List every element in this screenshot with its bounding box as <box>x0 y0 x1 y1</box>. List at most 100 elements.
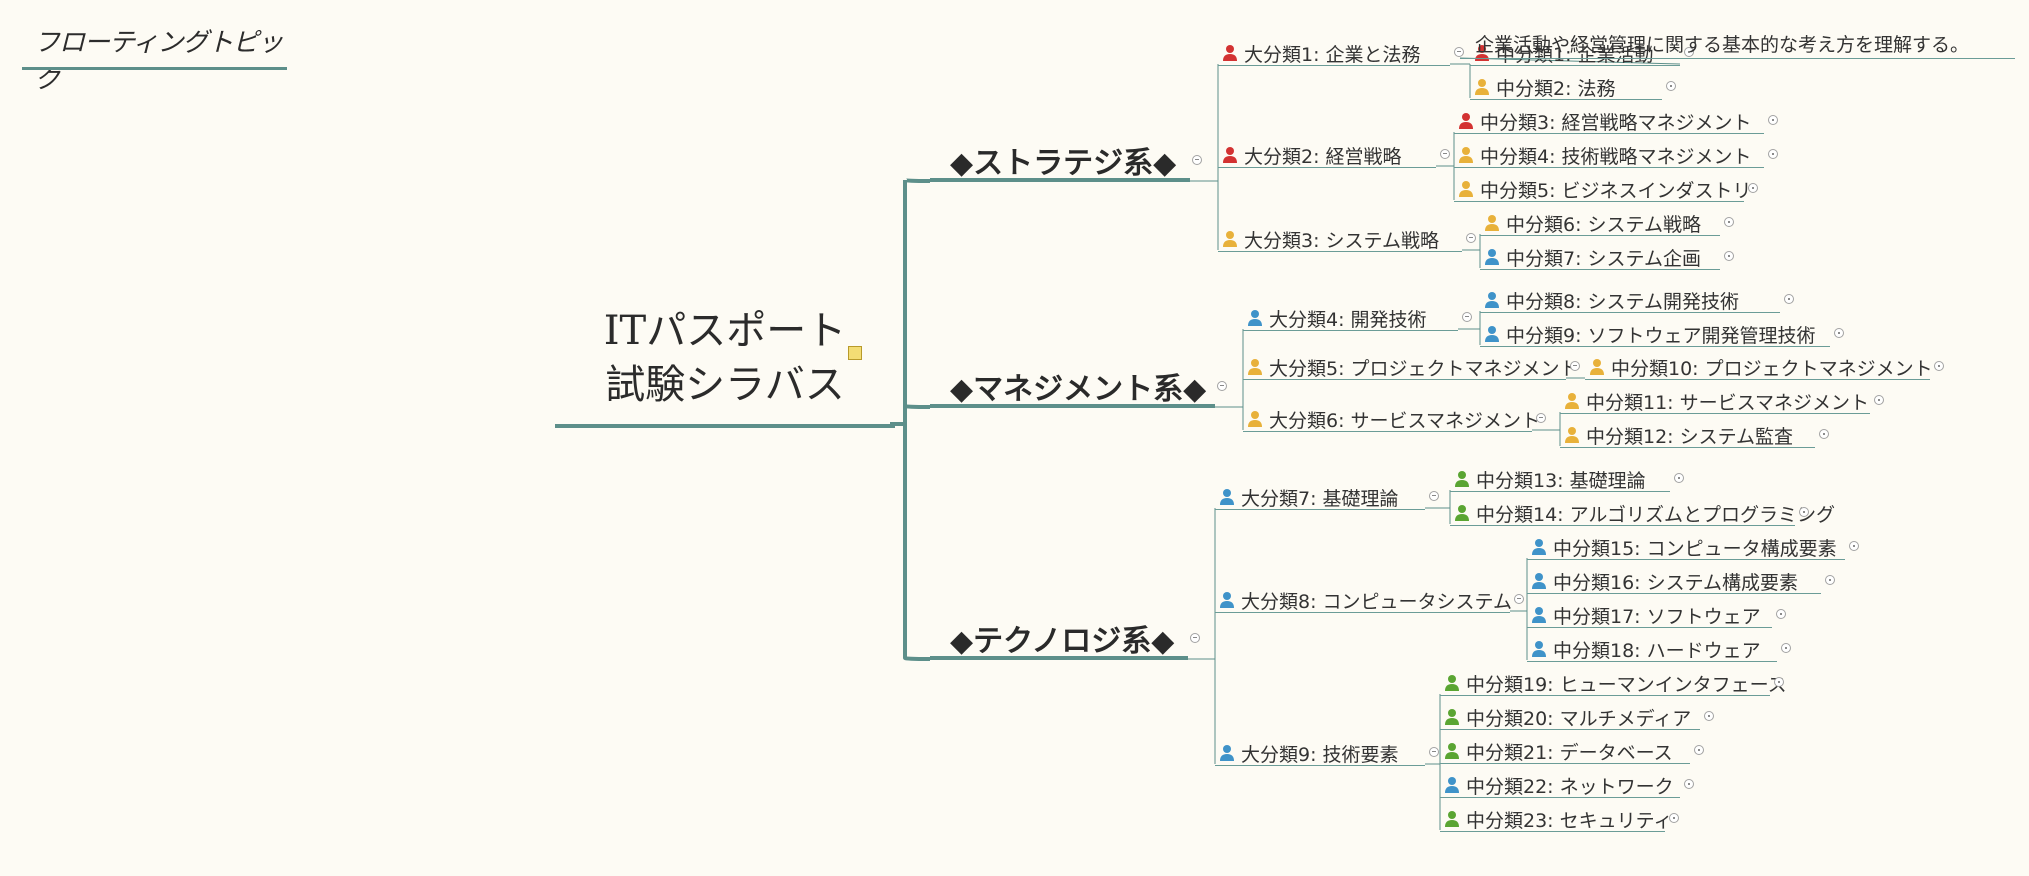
middle-category-node[interactable]: 中分類3: 経営戦略マネジメント <box>1454 106 1764 134</box>
collapse-toggle-icon[interactable] <box>1440 149 1450 159</box>
expand-toggle-icon[interactable] <box>1819 429 1829 439</box>
person-icon <box>1222 146 1238 164</box>
middle-category-node[interactable]: 中分類15: コンピュータ構成要素 <box>1527 532 1845 560</box>
collapse-toggle-icon[interactable] <box>1429 747 1439 757</box>
person-icon <box>1219 488 1235 506</box>
expand-toggle-icon[interactable] <box>1768 115 1778 125</box>
collapse-toggle-icon[interactable] <box>1514 594 1524 604</box>
expand-toggle-icon[interactable] <box>1776 609 1786 619</box>
major-category-node[interactable]: 大分類1: 企業と法務 <box>1218 38 1450 66</box>
middle-category-label: 中分類17: ソフトウェア <box>1553 606 1761 628</box>
middle-category-node[interactable]: 中分類6: システム戦略 <box>1480 208 1720 236</box>
major-category-node[interactable]: 大分類9: 技術要素 <box>1215 738 1425 766</box>
expand-toggle-icon[interactable] <box>1666 81 1676 91</box>
middle-category-node[interactable]: 中分類1: 企業活動 <box>1470 38 1680 66</box>
collapse-toggle-icon[interactable] <box>1192 155 1202 165</box>
major-category-label: 大分類4: 開発技術 <box>1269 309 1427 331</box>
floating-topic-underline <box>22 67 287 70</box>
expand-toggle-icon[interactable] <box>1669 813 1679 823</box>
middle-category-node[interactable]: 中分類12: システム監査 <box>1560 420 1815 448</box>
person-icon <box>1484 291 1500 309</box>
middle-category-node[interactable]: 中分類21: データベース <box>1440 736 1690 764</box>
middle-category-node[interactable]: 中分類19: ヒューマンインタフェース <box>1440 668 1787 696</box>
expand-toggle-icon[interactable] <box>1704 711 1714 721</box>
main-topic[interactable]: ◆マネジメント系◆ <box>930 364 1215 408</box>
note-icon[interactable] <box>848 346 862 360</box>
middle-category-node[interactable]: 中分類16: システム構成要素 <box>1527 566 1821 594</box>
expand-toggle-icon[interactable] <box>1694 745 1704 755</box>
major-category-label: 大分類2: 経営戦略 <box>1244 146 1402 168</box>
middle-category-node[interactable]: 中分類18: ハードウェア <box>1527 634 1777 662</box>
middle-category-label: 中分類8: システム開発技術 <box>1506 291 1739 313</box>
middle-category-label: 中分類15: コンピュータ構成要素 <box>1553 538 1837 560</box>
middle-category-node[interactable]: 中分類11: サービスマネジメント <box>1560 386 1870 414</box>
collapse-toggle-icon[interactable] <box>1466 233 1476 243</box>
middle-category-label: 中分類2: 法務 <box>1496 78 1616 100</box>
major-category-node[interactable]: 大分類5: プロジェクトマネジメント <box>1243 352 1579 380</box>
collapse-toggle-icon[interactable] <box>1429 491 1439 501</box>
main-topic-label: ◆テクノロジ系◆ <box>950 624 1175 659</box>
major-category-node[interactable]: 大分類3: システム戦略 <box>1218 224 1462 252</box>
collapse-toggle-icon[interactable] <box>1536 413 1546 423</box>
node-underline <box>1454 201 1744 202</box>
major-category-node[interactable]: 大分類7: 基礎理論 <box>1215 482 1425 510</box>
main-topic[interactable]: ◆ストラテジ系◆ <box>930 138 1190 182</box>
middle-category-node[interactable]: 中分類9: ソフトウェア開発管理技術 <box>1480 319 1830 347</box>
expand-toggle-icon[interactable] <box>1774 677 1784 687</box>
person-icon <box>1484 325 1500 343</box>
middle-category-label: 中分類12: システム監査 <box>1586 426 1794 448</box>
middle-category-node[interactable]: 中分類23: セキュリティ <box>1440 804 1672 832</box>
expand-toggle-icon[interactable] <box>1874 395 1884 405</box>
middle-category-node[interactable]: 中分類8: システム開発技術 <box>1480 285 1780 313</box>
middle-category-node[interactable]: 中分類10: プロジェクトマネジメント <box>1585 352 1933 380</box>
expand-toggle-icon[interactable] <box>1934 361 1944 371</box>
middle-category-node[interactable]: 中分類13: 基礎理論 <box>1450 464 1670 492</box>
major-category-node[interactable]: 大分類2: 経営戦略 <box>1218 140 1436 168</box>
expand-toggle-icon[interactable] <box>1748 183 1758 193</box>
expand-toggle-icon[interactable] <box>1684 779 1694 789</box>
middle-category-node[interactable]: 中分類4: 技術戦略マネジメント <box>1454 140 1764 168</box>
expand-toggle-icon[interactable] <box>1849 541 1859 551</box>
expand-toggle-icon[interactable] <box>1799 507 1809 517</box>
main-topic[interactable]: ◆テクノロジ系◆ <box>930 616 1188 660</box>
collapse-toggle-icon[interactable] <box>1462 312 1472 322</box>
main-topic-underline <box>930 178 1190 182</box>
expand-toggle-icon[interactable] <box>1784 294 1794 304</box>
major-category-node[interactable]: 大分類8: コンピュータシステム <box>1215 585 1512 613</box>
node-underline <box>1243 379 1566 380</box>
main-topic-underline <box>930 656 1188 660</box>
node-underline <box>1454 167 1764 168</box>
middle-category-node[interactable]: 中分類20: マルチメディア <box>1440 702 1700 730</box>
major-category-node[interactable]: 大分類6: サービスマネジメント <box>1243 404 1540 432</box>
node-underline <box>1585 379 1930 380</box>
middle-category-node[interactable]: 中分類17: ソフトウェア <box>1527 600 1772 628</box>
expand-toggle-icon[interactable] <box>1724 251 1734 261</box>
expand-toggle-icon[interactable] <box>1724 217 1734 227</box>
middle-category-node[interactable]: 中分類22: ネットワーク <box>1440 770 1680 798</box>
collapse-toggle-icon[interactable] <box>1454 47 1464 57</box>
node-underline <box>1440 729 1700 730</box>
node-underline <box>1440 797 1680 798</box>
person-icon <box>1484 214 1500 232</box>
expand-toggle-icon[interactable] <box>1674 473 1684 483</box>
node-underline <box>1480 312 1780 313</box>
middle-category-node[interactable]: 中分類14: アルゴリズムとプログラミング <box>1450 498 1835 526</box>
middle-category-label: 中分類21: データベース <box>1466 742 1673 764</box>
expand-toggle-icon[interactable] <box>1768 149 1778 159</box>
expand-toggle-icon[interactable] <box>1684 47 1694 57</box>
person-icon <box>1247 358 1263 376</box>
node-underline <box>1440 695 1770 696</box>
central-topic[interactable]: ITパスポート 試験シラバス <box>555 298 895 428</box>
collapse-toggle-icon[interactable] <box>1190 633 1200 643</box>
major-category-node[interactable]: 大分類4: 開発技術 <box>1243 303 1458 331</box>
middle-category-node[interactable]: 中分類7: システム企画 <box>1480 242 1720 270</box>
expand-toggle-icon[interactable] <box>1834 328 1844 338</box>
floating-topic[interactable]: フローティングトピック <box>22 18 287 95</box>
collapse-toggle-icon[interactable] <box>1570 361 1580 371</box>
expand-toggle-icon[interactable] <box>1825 575 1835 585</box>
middle-category-node[interactable]: 中分類2: 法務 <box>1470 72 1662 100</box>
collapse-toggle-icon[interactable] <box>1217 381 1227 391</box>
expand-toggle-icon[interactable] <box>1781 643 1791 653</box>
middle-category-node[interactable]: 中分類5: ビジネスインダストリ <box>1454 174 1752 202</box>
